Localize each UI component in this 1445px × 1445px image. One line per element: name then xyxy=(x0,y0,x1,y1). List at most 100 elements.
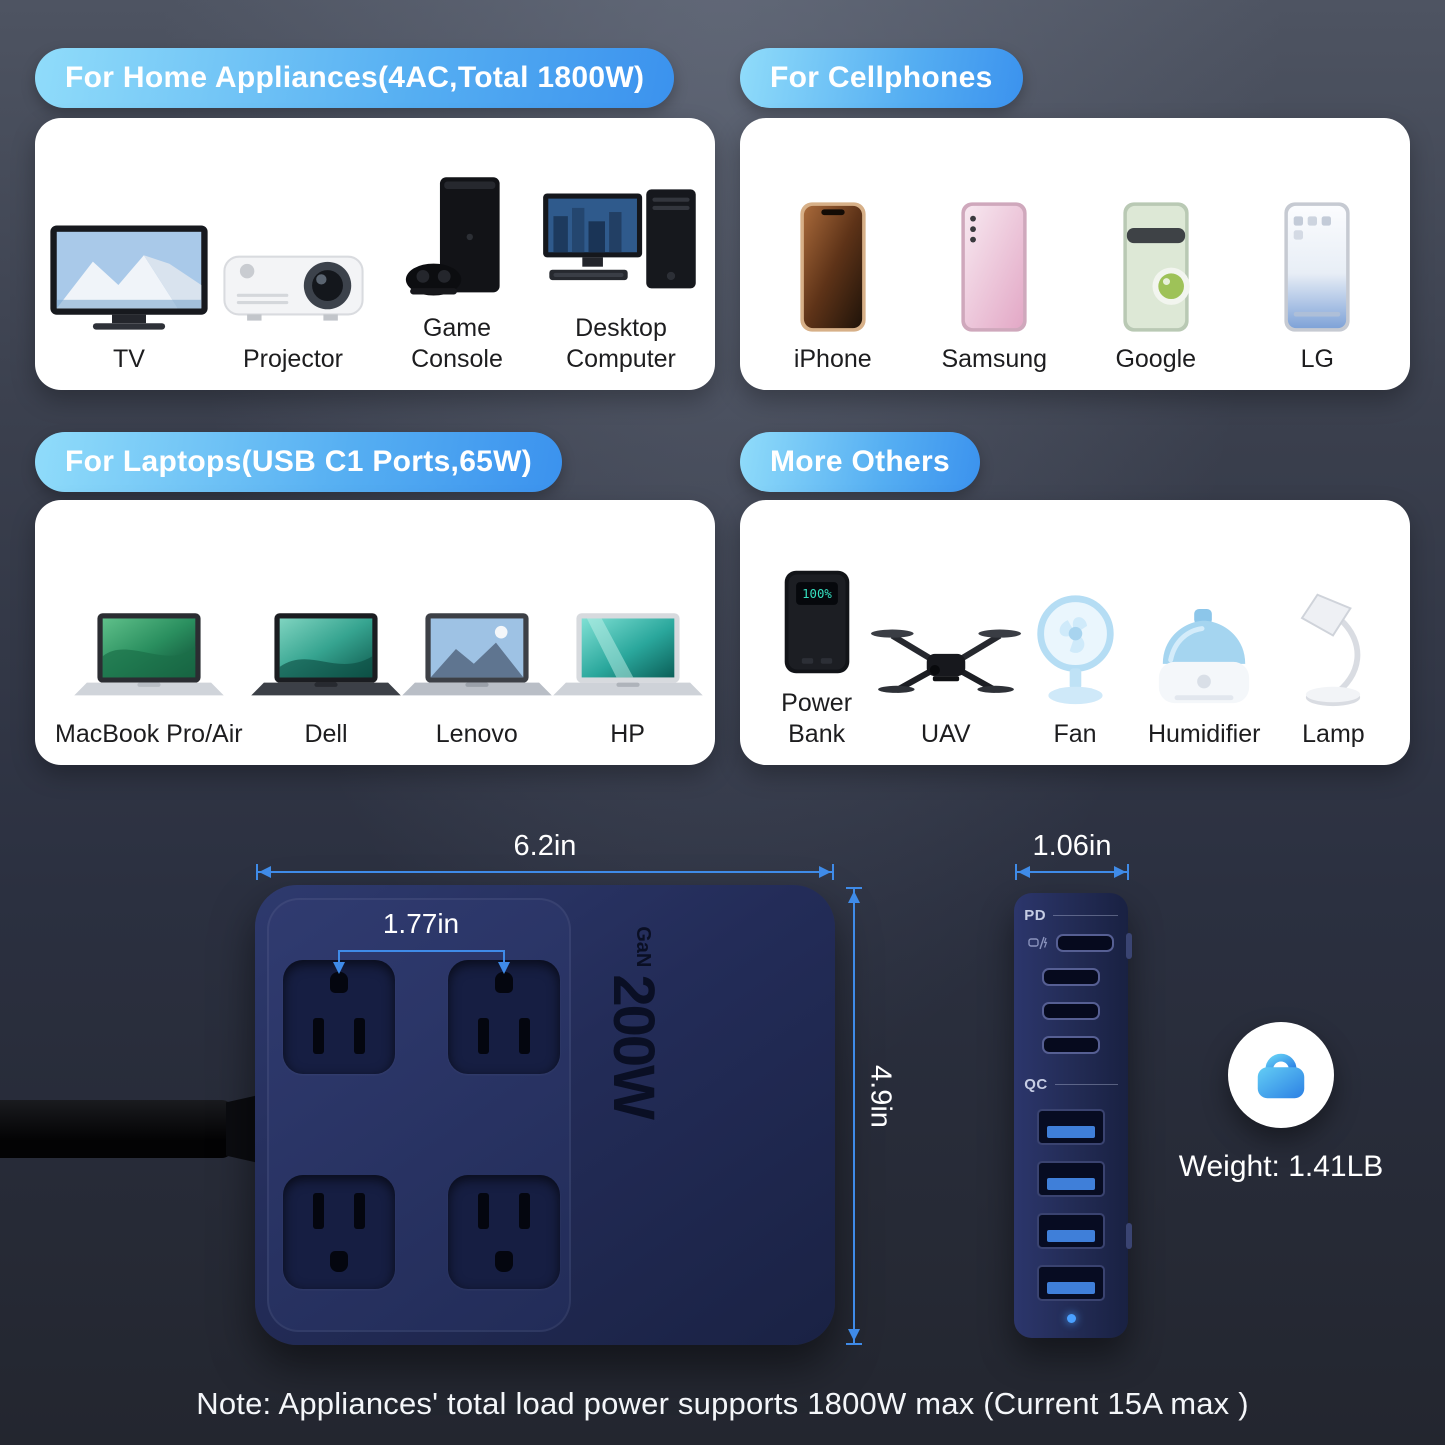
side-button[interactable] xyxy=(1126,933,1132,959)
pd-section-header: PD xyxy=(1024,907,1118,924)
product-item-google: Google xyxy=(1075,138,1237,374)
product-label: Lamp xyxy=(1302,719,1365,748)
lenovo-laptop-icon xyxy=(402,612,552,695)
arrowhead xyxy=(848,1329,860,1341)
divider xyxy=(1054,1084,1118,1085)
power-strip-front-view: GaN 200W xyxy=(255,885,835,1345)
outlet-slot xyxy=(313,1018,324,1054)
fan-icon xyxy=(1037,594,1114,704)
arrowhead xyxy=(848,891,860,903)
panel-title-cellphones: For Cellphones xyxy=(740,48,1023,108)
usb-a-port-2[interactable] xyxy=(1037,1161,1105,1197)
usb-a-port-3[interactable] xyxy=(1037,1213,1105,1249)
product-item-power-bank: 100% Power Bank xyxy=(752,520,881,749)
desktop-computer-icon xyxy=(542,189,696,289)
product-item-lamp: Lamp xyxy=(1269,520,1398,749)
note-text: Note: Appliances' total load power suppo… xyxy=(196,1386,1249,1421)
product-label: Google xyxy=(1115,344,1197,373)
product-item-lenovo: Lenovo xyxy=(401,520,552,749)
wattage-label: 200W xyxy=(601,974,666,1118)
product-label: Humidifier xyxy=(1147,719,1261,748)
product-label: Dell xyxy=(304,719,348,748)
dimension-line-width xyxy=(258,871,832,873)
dimension-height-label: 4.9in xyxy=(864,1065,897,1128)
outlet-slot xyxy=(519,1018,530,1054)
power-rating-text: GaN 200W xyxy=(582,926,666,1118)
product-item-uav: UAV xyxy=(870,520,1021,749)
power-bank-display: 100% xyxy=(802,587,832,601)
panel-title-more-others: More Others xyxy=(740,432,981,492)
dimension-tick xyxy=(256,864,258,880)
outlet-slot xyxy=(354,1193,365,1229)
dimension-line-spacing xyxy=(339,950,504,952)
product-item-lg: LG xyxy=(1237,138,1399,374)
divider xyxy=(1053,915,1118,916)
product-label: HP xyxy=(610,719,645,748)
game-console-icon xyxy=(405,177,500,296)
power-bank-icon: 100% xyxy=(784,570,849,674)
uav-icon xyxy=(870,629,1021,693)
arrowhead xyxy=(819,866,831,878)
ac-outlet-4[interactable] xyxy=(448,1175,560,1289)
ground-hole xyxy=(330,972,348,993)
product-label: TV xyxy=(113,344,145,373)
dimension-depth-label: 1.06in xyxy=(1032,830,1112,862)
ground-hole xyxy=(330,1251,348,1272)
arrowhead xyxy=(333,962,345,974)
tv-icon xyxy=(50,224,208,330)
power-led-indicator xyxy=(1066,1314,1076,1323)
dimension-tick xyxy=(846,1343,862,1345)
arrowhead xyxy=(498,962,510,974)
product-label: Power Bank xyxy=(781,689,853,748)
dimension-tick xyxy=(1015,864,1017,880)
qc-label: QC xyxy=(1024,1076,1048,1093)
product-item-tv: TV xyxy=(47,138,211,374)
outlet-slot xyxy=(519,1193,530,1229)
panel-title-home-appliances: For Home Appliances(4AC,Total 1800W) xyxy=(35,48,675,108)
dell-laptop-icon xyxy=(251,612,401,695)
usb-c-port-3[interactable] xyxy=(1042,1002,1100,1020)
dimension-tick xyxy=(1127,864,1129,880)
product-label: UAV xyxy=(921,719,971,748)
qc-section-header: QC xyxy=(1024,1076,1118,1093)
product-label: LG xyxy=(1300,344,1334,373)
product-label: Fan xyxy=(1053,719,1097,748)
product-label: Projector xyxy=(242,344,344,373)
side-button[interactable] xyxy=(1126,1223,1132,1249)
power-strip-side-view: PD QC xyxy=(1014,893,1132,1338)
ac-outlet-1[interactable] xyxy=(283,960,395,1074)
lamp-icon xyxy=(1301,593,1361,706)
product-item-iphone: iPhone xyxy=(752,138,914,374)
macbook-icon xyxy=(74,612,224,695)
iphone-icon xyxy=(800,201,866,332)
humidifier-icon xyxy=(1159,608,1250,703)
product-label: MacBook Pro/Air xyxy=(55,719,243,748)
product-item-hp: HP xyxy=(552,520,703,749)
outlet-slot xyxy=(478,1193,489,1229)
usb-c-port-2[interactable] xyxy=(1042,968,1100,986)
usb-c-port-1[interactable] xyxy=(1056,934,1114,952)
usbc-port-row xyxy=(1028,934,1114,952)
panel-cellphones: iPhone Samsung xyxy=(740,118,1410,390)
product-item-samsung: Samsung xyxy=(914,138,1076,374)
ac-outlet-3[interactable] xyxy=(283,1175,395,1289)
arrowhead xyxy=(1114,866,1126,878)
usb-a-port-1[interactable] xyxy=(1037,1109,1105,1145)
dimension-drop xyxy=(338,950,340,963)
usb-c-port-4[interactable] xyxy=(1042,1036,1100,1054)
panel-more-others: 100% Power Bank xyxy=(740,500,1410,765)
outlet-slot xyxy=(354,1018,365,1054)
product-item-game-console: Game Console xyxy=(375,138,539,374)
product-label: Game Console xyxy=(411,314,503,373)
outlet-zone xyxy=(267,898,571,1332)
ac-outlet-2[interactable] xyxy=(448,960,560,1074)
ground-hole xyxy=(495,1251,513,1272)
dimension-line-depth xyxy=(1017,871,1127,873)
usb-a-port-4[interactable] xyxy=(1037,1265,1105,1301)
device-charge-icon xyxy=(1028,936,1048,950)
dimension-width-label: 6.2in xyxy=(513,830,577,862)
hp-laptop-icon xyxy=(552,612,703,695)
weight-badge xyxy=(1228,1022,1334,1128)
pd-label: PD xyxy=(1024,907,1047,924)
